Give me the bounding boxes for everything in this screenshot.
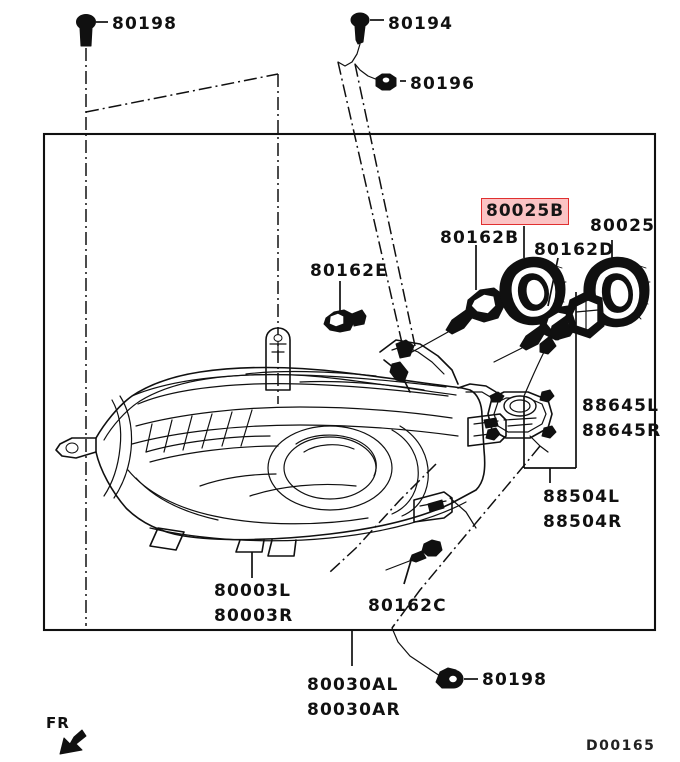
label-80198-top: 80198 xyxy=(112,14,178,34)
leader-80194-bracket xyxy=(337,43,361,67)
bulb-80162B xyxy=(411,245,505,353)
diagram-frame xyxy=(42,132,657,632)
label-88504R: 88504R xyxy=(543,511,623,532)
label-80162D: 80162D xyxy=(534,240,615,260)
label-80003: 80003L 80003R xyxy=(214,579,293,628)
bulb-80162E xyxy=(323,281,367,333)
label-88504L: 88504L xyxy=(543,487,621,507)
label-88645L: 88645L xyxy=(582,396,660,416)
leader-88504-to-bolt xyxy=(391,445,541,629)
leader-80003-diag xyxy=(329,463,437,573)
leader-80194-line xyxy=(337,61,405,353)
label-80194: 80194 xyxy=(388,14,454,34)
label-80003R: 80003R xyxy=(214,605,294,626)
label-88645R: 88645R xyxy=(582,420,662,441)
leader-80196-bracket xyxy=(354,63,379,81)
bolt-80198-top xyxy=(76,14,108,47)
fr-arrow-icon xyxy=(59,729,87,755)
label-80196: 80196 xyxy=(410,74,476,94)
bulb-80162C xyxy=(385,539,443,585)
label-88504: 88504L 88504R xyxy=(543,485,622,534)
label-80198-bottom: 80198 xyxy=(482,670,548,690)
label-80003L: 80003L xyxy=(214,581,292,601)
bolt-80194 xyxy=(350,12,384,45)
leader-80196-line xyxy=(354,63,416,347)
fr-orientation-label: FR xyxy=(46,714,70,732)
label-80030AR: 80030AR xyxy=(307,699,401,720)
leader-bolt-bottom-bracket xyxy=(391,627,441,677)
nut-80196 xyxy=(375,73,406,91)
label-80025B-highlighted: 80025B xyxy=(481,198,570,226)
retaining-ring-80025B xyxy=(499,226,567,326)
leader-80198-top-branch xyxy=(85,73,279,113)
drawing-id-label: D00165 xyxy=(586,738,656,754)
label-80162E: 80162E xyxy=(310,261,388,281)
bolt-80198-bottom xyxy=(435,667,478,689)
label-80025: 80025 xyxy=(590,216,656,236)
label-80030A: 80030AL 80030AR xyxy=(307,673,401,722)
label-80162C: 80162C xyxy=(368,596,447,616)
label-80162B: 80162B xyxy=(440,228,520,248)
headlamp-assembly-drawing xyxy=(55,327,507,557)
label-88645: 88645L 88645R xyxy=(582,394,661,443)
label-80030AL: 80030AL xyxy=(307,675,399,695)
